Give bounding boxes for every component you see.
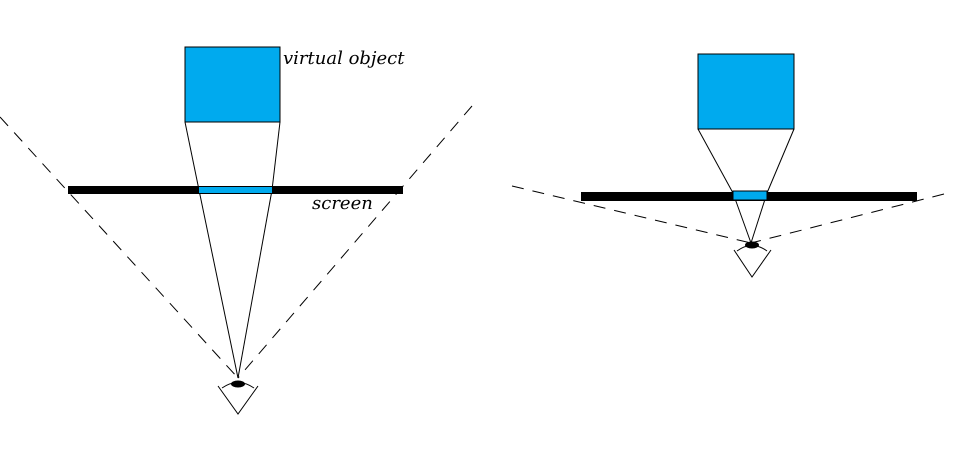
ray-object-left-to-screen-near	[697, 128, 734, 194]
ray-screen-right-to-eye-near	[750, 192, 768, 244]
panel-near-viewpoint	[511, 53, 945, 278]
screen-projection	[199, 187, 272, 193]
ray-object-right-to-screen	[271, 121, 281, 191]
panel-far-viewpoint: virtual object screen	[0, 46, 473, 415]
ray-screen-left-to-eye-near	[732, 192, 752, 244]
ray-object-left-to-screen	[184, 121, 200, 191]
virtual-object-box	[184, 46, 281, 123]
virtual-object-label: virtual object	[283, 48, 405, 69]
ray-object-right-to-screen-near	[766, 128, 795, 194]
ray-screen-left-to-eye	[198, 189, 239, 379]
screen-label: screen	[312, 193, 373, 214]
fov-right-dashed-line	[237, 105, 473, 379]
screen-projection-near	[732, 190, 768, 201]
eye-icon	[217, 380, 259, 415]
ray-screen-right-to-eye	[237, 189, 273, 379]
eye-icon-near	[733, 241, 772, 278]
fov-left-dashed-line	[0, 116, 239, 379]
virtual-object-box-near	[697, 53, 795, 130]
fov-right-dashed-line-near	[750, 193, 945, 244]
